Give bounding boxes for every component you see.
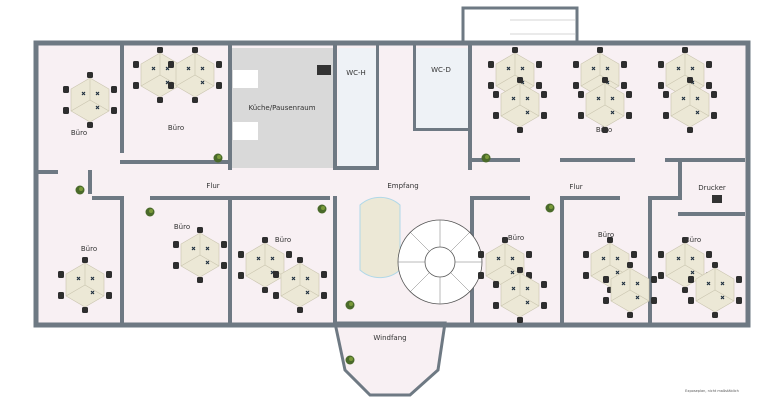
room-label-buero-9: Büro: [685, 236, 701, 244]
room-label-buero-3: Büro: [596, 126, 612, 134]
room-label-wc-d: WC-D: [431, 66, 451, 74]
room-label-buero-7: Büro: [508, 234, 524, 242]
room-label-empfang: Empfang: [387, 182, 418, 190]
room-label-buero-1: Büro: [71, 129, 87, 137]
room-label-flur-left: Flur: [206, 182, 219, 190]
room-label-windfang: Windfang: [373, 334, 406, 342]
room-label-kueche: Küche/Pausenraum: [248, 104, 315, 112]
room-label-flur-right: Flur: [569, 183, 582, 191]
room-label-buero-8: Büro: [598, 231, 614, 239]
room-label-buero-5: Büro: [174, 223, 190, 231]
room-label-drucker: Drucker: [698, 184, 726, 192]
room-label-buero-6: Büro: [275, 236, 291, 244]
plan-caption: Exposeplan, nicht maßstäblich: [685, 389, 739, 393]
room-label-buero-2: Büro: [168, 124, 184, 132]
interior-walls: [38, 45, 745, 323]
room-label-wc-h: WC-H: [346, 69, 366, 77]
reception-desk: [359, 196, 401, 279]
room-label-buero-4: Büro: [81, 245, 97, 253]
